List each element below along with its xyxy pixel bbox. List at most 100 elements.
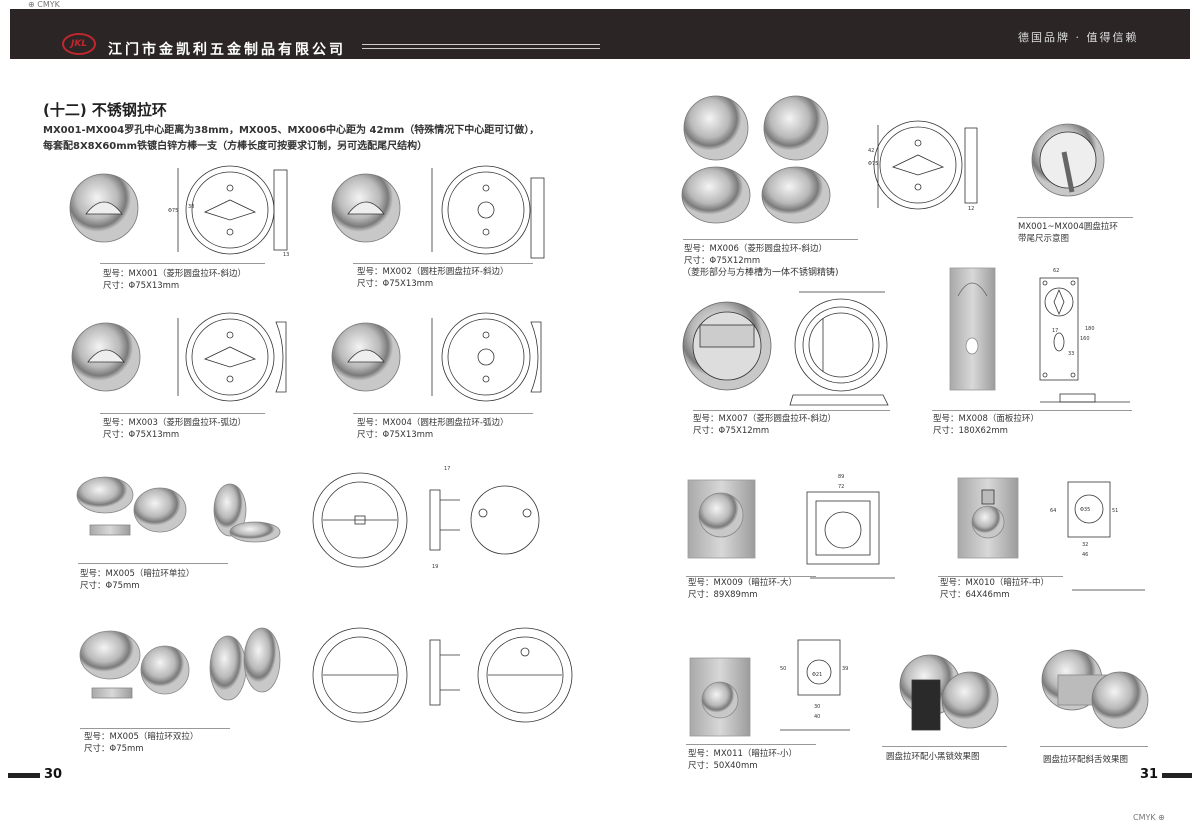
- caption-divider: [353, 263, 533, 264]
- caption-divider: [938, 576, 1063, 577]
- section-title: (十二) 不锈钢拉环: [43, 101, 167, 119]
- caption-divider: [686, 576, 816, 577]
- drawing-mx005-single: [312, 472, 540, 568]
- photo-mx007: [682, 301, 772, 391]
- dim-label: Φ75: [168, 208, 178, 214]
- dim-label: Φ35: [1080, 507, 1090, 513]
- caption-lock-effect-1: 圆盘拉环配小黑锁效果图: [886, 751, 980, 763]
- drawing-mx003: [177, 312, 287, 402]
- caption-mx011: 型号：MX011（暗拉环-小）尺寸：50X40mm: [688, 748, 797, 772]
- caption-line: 尺寸：Φ75mm: [80, 581, 140, 591]
- header-band: [10, 9, 1190, 59]
- photo-mx006: [681, 95, 831, 224]
- section-intro: MX001-MX004罗孔中心距离为38mm，MX005、MX006中心距为 4…: [43, 123, 539, 155]
- dim-label: 17: [1052, 328, 1058, 334]
- dim-label: 13: [283, 252, 289, 258]
- caption-divider: [353, 413, 533, 414]
- caption-line: 尺寸：Φ75X13mm: [103, 281, 180, 291]
- caption-mx009: 型号：MX009（暗拉环-大） 尺寸：89X89mm: [688, 577, 797, 601]
- company-logo: JKL: [62, 33, 96, 55]
- dim-label: 32: [1082, 542, 1088, 548]
- drawing-mx004: [431, 312, 542, 402]
- caption-mx003: 型号：MX003（菱形圆盘拉环-弧边）尺寸：Φ75X13mm: [103, 417, 246, 441]
- photo-mx008: [949, 267, 996, 391]
- caption-tail-note: MX001~MX004圆盘拉环带尾尺示意图: [1018, 221, 1118, 245]
- caption-line: 尺寸：89X89mm: [688, 590, 758, 600]
- drawing-mx001: [177, 165, 288, 255]
- caption-line: 尺寸：Φ75X12mm: [684, 256, 761, 266]
- dim-label: 51: [1112, 508, 1118, 514]
- photo-mx005-single: [76, 476, 281, 543]
- caption-divider: [100, 413, 265, 414]
- page-number-left: 30: [44, 767, 63, 782]
- caption-line: 尺寸：180X62mm: [933, 426, 1008, 436]
- caption-divider: [686, 744, 816, 745]
- drawing-mx006: [873, 120, 978, 210]
- dim-label: 50: [780, 666, 786, 672]
- photo-mx001: [69, 173, 139, 243]
- photo-mx005-double: [79, 627, 281, 701]
- caption-line: 型号：MX007（菱形圆盘拉环-斜边）: [693, 414, 836, 424]
- caption-line: 尺寸：Φ75X13mm: [103, 430, 180, 440]
- caption-line: 型号：MX006（菱形圆盘拉环-斜边）: [684, 244, 827, 254]
- caption-line: （菱形部分与方棒槽为一体不锈钢精铸): [682, 268, 839, 278]
- dim-label: 46: [1082, 552, 1088, 558]
- drawing-mx008: [1039, 277, 1130, 403]
- caption-line: MX001~MX004圆盘拉环: [1018, 222, 1118, 232]
- dim-label: 62: [1053, 268, 1059, 274]
- caption-line: 型号：MX008（面板拉环）: [933, 414, 1039, 424]
- caption-line: 型号：MX004（圆柱形圆盘拉环-弧边）: [357, 418, 509, 428]
- drawing-mx005-double: [312, 627, 573, 723]
- drawing-mx010: [1067, 481, 1145, 591]
- caption-divider: [80, 728, 230, 729]
- dim-label: 12: [968, 206, 974, 212]
- caption-line: 尺寸：Φ75X12mm: [693, 426, 770, 436]
- caption-line: 圆盘拉环配小黑锁效果图: [886, 752, 980, 762]
- dim-label: 17: [444, 466, 450, 472]
- caption-divider: [683, 239, 858, 240]
- caption-line: 尺寸：Φ75mm: [84, 744, 144, 754]
- caption-line: 型号：MX010（暗拉环-中）: [940, 578, 1049, 588]
- photo-mx002: [331, 173, 401, 243]
- intro-line: MX001-MX004罗孔中心距离为38mm，MX005、MX006中心距为 4…: [43, 125, 540, 136]
- page-number-right: 31: [1140, 767, 1159, 782]
- photo-mx003: [71, 322, 141, 392]
- photo-mx011: [689, 657, 751, 737]
- dim-label: 72: [838, 484, 844, 490]
- header-divider: [362, 44, 600, 49]
- caption-line: 尺寸：64X46mm: [940, 590, 1010, 600]
- print-mark-right: CMYK ⊕: [1133, 813, 1165, 822]
- caption-mx001: 型号：MX001（菱形圆盘拉环-斜边） 尺寸：Φ75X13mm: [103, 268, 246, 292]
- caption-line: 型号：MX009（暗拉环-大）: [688, 578, 797, 588]
- caption-mx004: 型号：MX004（圆柱形圆盘拉环-弧边） 尺寸：Φ75X13mm: [357, 417, 508, 441]
- caption-line: 圆盘拉环配斜舌效果图: [1043, 755, 1129, 765]
- dim-label: 33: [1068, 351, 1074, 357]
- dim-label: 40: [814, 714, 820, 720]
- caption-divider: [1040, 746, 1148, 747]
- drawing-mx011: [780, 639, 850, 731]
- caption-mx005-double: 型号：MX005（暗拉环双拉）尺寸：Φ75mm: [84, 731, 198, 755]
- caption-lock-effect-2: 圆盘拉环配斜舌效果图: [1043, 754, 1128, 766]
- photo-mx004: [331, 322, 401, 392]
- dim-label: 160: [1080, 336, 1090, 342]
- dim-label: 89: [838, 474, 844, 480]
- dim-label: 64: [1050, 508, 1056, 514]
- photo-mx009: [687, 479, 756, 559]
- caption-divider: [882, 746, 1007, 747]
- caption-divider: [100, 263, 265, 264]
- print-mark-left: ⊕ CMYK: [28, 0, 60, 9]
- dim-label: 39: [842, 666, 848, 672]
- drawing-mx002: [431, 165, 545, 259]
- company-name: 江门市金凯利五金制品有限公司: [108, 42, 346, 58]
- caption-line: 型号：MX001（菱形圆盘拉环-斜边）: [103, 269, 246, 279]
- caption-line: 型号：MX005（暗拉环单拉）: [80, 569, 195, 579]
- caption-line: 尺寸：Φ75X13mm: [357, 430, 434, 440]
- dim-label: 30: [814, 704, 820, 710]
- caption-divider: [1017, 217, 1133, 218]
- caption-divider: [78, 563, 228, 564]
- dim-label: 19: [432, 564, 438, 570]
- slogan: 德国品牌 · 值得信赖: [1018, 31, 1139, 44]
- caption-divider: [932, 410, 1132, 411]
- caption-line: 尺寸：50X40mm: [688, 761, 758, 771]
